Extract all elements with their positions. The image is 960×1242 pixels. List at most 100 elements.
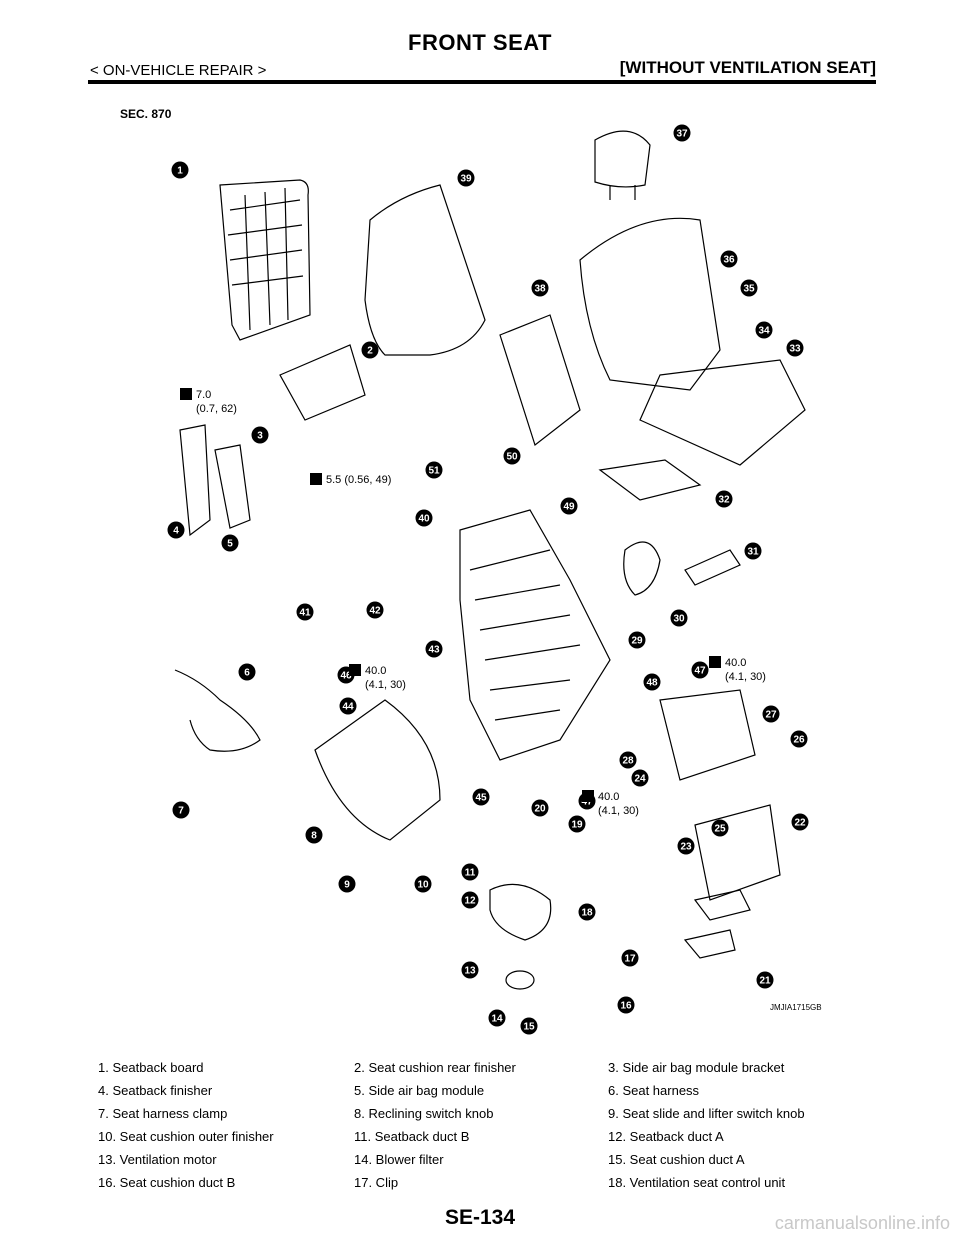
callout-9: 9	[338, 875, 356, 893]
parts-list-item: 13. Ventilation motor	[98, 1152, 217, 1167]
parts-list-item: 8. Reclining switch knob	[354, 1106, 494, 1121]
callout-number: 29	[631, 636, 643, 647]
parts-list-item: 9. Seat slide and lifter switch knob	[608, 1106, 805, 1121]
callout-bubble	[568, 815, 586, 833]
seatback-pad-shape	[499, 314, 581, 447]
callout-36: 36	[720, 250, 738, 268]
callout-bubble	[238, 663, 256, 681]
callout-number: 33	[789, 344, 801, 355]
callout-number: 27	[765, 710, 777, 721]
callout-bubble	[338, 875, 356, 893]
callout-number: 9	[344, 880, 350, 891]
callout-34: 34	[755, 321, 773, 339]
seat-cushion-trim-shape	[639, 359, 806, 466]
front-cushion-pad-shape	[694, 804, 781, 901]
callout-number: 21	[759, 976, 771, 987]
torque-wrench-icon	[349, 664, 361, 676]
callout-number: 18	[581, 908, 593, 919]
callout-bubble	[167, 521, 185, 539]
callout-bubble	[720, 250, 738, 268]
callout-number: 1	[177, 166, 183, 177]
callout-bubble	[621, 949, 639, 967]
callout-number: 4	[173, 526, 179, 537]
callout-19: 19	[568, 815, 586, 833]
callout-45: 45	[472, 788, 490, 806]
parts-list-item: 7. Seat harness clamp	[98, 1106, 228, 1121]
parts-list-item: 18. Ventilation seat control unit	[608, 1175, 786, 1190]
callout-number: 3	[257, 431, 263, 442]
callout-17: 17	[621, 949, 639, 967]
torque-spec: 7.0(0.7, 62)	[180, 388, 237, 415]
callout-number: 31	[747, 547, 759, 558]
callout-20: 20	[531, 799, 549, 817]
callout-2: 2	[361, 341, 379, 359]
torque-value-alt-units: (4.1, 30)	[365, 679, 406, 691]
callout-32: 32	[715, 490, 733, 508]
callout-bubble	[755, 321, 773, 339]
callout-48: 48	[643, 673, 661, 691]
callout-number: 16	[620, 1001, 632, 1012]
callout-number: 34	[758, 326, 770, 337]
callout-35: 35	[740, 279, 758, 297]
torque-wrench-icon	[310, 473, 322, 485]
callout-bubble	[531, 279, 549, 297]
recline-cover-shape	[623, 541, 661, 596]
callout-bubble	[673, 124, 691, 142]
torque-value: 40.0	[598, 791, 619, 803]
callout-number: 2	[367, 346, 373, 357]
cushion-heater-shape	[598, 459, 702, 501]
parts-list-item: 1. Seatback board	[98, 1060, 204, 1075]
section-breadcrumb: < ON-VEHICLE REPAIR >	[90, 62, 267, 79]
callout-15: 15	[520, 1017, 538, 1035]
callout-bubble	[715, 490, 733, 508]
parts-list-item: 5. Side air bag module	[354, 1083, 485, 1098]
callout-25: 25	[711, 819, 729, 837]
callout-bubble	[296, 603, 314, 621]
parts-list-item: 10. Seat cushion outer finisher	[98, 1129, 274, 1144]
torque-value: 40.0	[725, 657, 746, 669]
callout-bubble	[461, 891, 479, 909]
callout-number: 39	[460, 174, 472, 185]
callout-bubble	[628, 631, 646, 649]
callout-27: 27	[762, 705, 780, 723]
callout-number: 26	[793, 735, 805, 746]
callout-bubble	[425, 640, 443, 658]
callout-bubble	[366, 601, 384, 619]
seat-frame-shape	[459, 509, 611, 761]
callout-number: 8	[311, 831, 317, 842]
callout-number: 20	[534, 804, 546, 815]
callout-number: 28	[622, 756, 634, 767]
callout-number: 14	[491, 1014, 503, 1025]
callout-number: 22	[794, 818, 806, 829]
front-ducts-shape	[683, 889, 751, 959]
callout-number: 12	[464, 896, 476, 907]
callout-bubble	[461, 863, 479, 881]
callout-49: 49	[560, 497, 578, 515]
callout-number: 42	[369, 606, 381, 617]
callout-number: 41	[299, 608, 311, 619]
callout-number: 36	[723, 255, 735, 266]
callout-33: 33	[786, 339, 804, 357]
callout-23: 23	[677, 837, 695, 855]
callout-bubble	[221, 534, 239, 552]
callout-44: 44	[339, 697, 357, 715]
parts-list-item: 11. Seatback duct B	[354, 1129, 470, 1144]
callout-number: 5	[227, 539, 233, 550]
callout-bubble	[790, 730, 808, 748]
torque-spec: 40.0(4.1, 30)	[582, 790, 639, 817]
callout-number: 25	[714, 824, 726, 835]
callout-number: 15	[523, 1022, 535, 1033]
callout-bubble	[740, 279, 758, 297]
callout-number: 6	[244, 668, 250, 679]
callout-bubble	[744, 542, 762, 560]
section-variant: [WITHOUT VENTILATION SEAT]	[619, 58, 876, 77]
callout-43: 43	[425, 640, 443, 658]
callout-number: 30	[673, 614, 685, 625]
slide-lifter-unit-shape	[659, 689, 756, 781]
callout-bubble	[488, 1009, 506, 1027]
